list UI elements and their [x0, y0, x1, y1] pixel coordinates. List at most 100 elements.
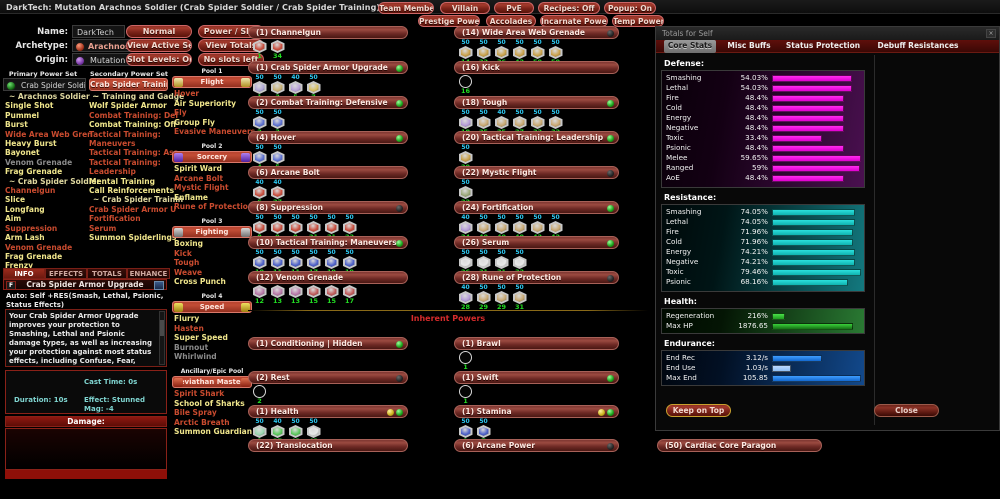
power-name-item[interactable]: Summon Spiderlings [89, 233, 177, 243]
enhancement-icon[interactable] [288, 221, 303, 234]
power-status-indicator[interactable] [396, 135, 403, 142]
power-status-indicator[interactable] [607, 170, 614, 177]
power-name-item[interactable]: Wolf Spider Armor [89, 101, 167, 111]
enhancement-icon[interactable] [476, 116, 491, 129]
empty-slot-icon[interactable] [459, 385, 472, 398]
enhancement-icon[interactable] [270, 81, 285, 94]
enhancement-icon[interactable] [252, 256, 267, 269]
power-status-indicator[interactable] [396, 65, 403, 72]
enhancement-icon[interactable] [342, 221, 357, 234]
enhancement-icon[interactable] [270, 425, 285, 438]
power-name-item[interactable]: Frenzy [5, 261, 34, 271]
power-name-item[interactable]: Suppression [5, 223, 58, 233]
power-status-indicator[interactable] [607, 275, 614, 282]
enhancement-icon[interactable] [512, 221, 527, 234]
enhancement-icon[interactable] [288, 81, 303, 94]
info-tab-enhance[interactable]: ENHANCE [127, 268, 170, 279]
toolbar-temp-powersbutton[interactable]: Temp Powers [612, 15, 664, 27]
enhancement-icon[interactable] [476, 221, 491, 234]
toolbar-prestige-powersbutton[interactable]: Prestige Powers [418, 15, 480, 27]
power-status-indicator[interactable] [396, 100, 403, 107]
pool-set-button-speed[interactable]: Speed [172, 301, 252, 313]
power-button[interactable]: (18) Tough [454, 96, 619, 109]
power-button[interactable]: (1) Stamina [454, 405, 619, 418]
power-name-item[interactable]: Venom Grenade [5, 242, 73, 252]
enhancement-slot[interactable]: 12 [252, 285, 267, 305]
power-name-item[interactable]: Wide Area Web Gren [5, 129, 93, 139]
enhancement-slot[interactable]: 16 [458, 75, 473, 95]
enhancement-icon[interactable] [270, 221, 285, 234]
enhancement-slot[interactable]: 2 [252, 385, 267, 405]
enhancement-icon[interactable] [270, 40, 285, 53]
description-scrollbar[interactable] [159, 311, 165, 365]
power-status-indicator[interactable] [396, 240, 403, 247]
enhancement-icon[interactable] [458, 291, 473, 304]
enhancement-icon[interactable] [512, 46, 527, 59]
power-button[interactable]: (16) Kick [454, 61, 619, 74]
enhancement-icon[interactable] [288, 425, 303, 438]
pool-power-item[interactable]: Kick [174, 248, 192, 258]
enhancement-icon[interactable] [530, 46, 545, 59]
power-button[interactable]: (1) Swift [454, 371, 619, 384]
toolbar-team-members-button[interactable]: Team Members [378, 2, 434, 14]
power-button[interactable]: (22) Translocation [248, 439, 408, 452]
pool-power-item[interactable]: Group Fly [174, 117, 215, 127]
pool-power-item[interactable]: Arcane Bolt [174, 173, 224, 183]
power-button[interactable]: (8) Suppression [248, 201, 408, 214]
enhancement-icon[interactable] [458, 425, 473, 438]
power-button[interactable]: (6) Arcane Bolt [248, 166, 408, 179]
enhancement-icon[interactable] [512, 116, 527, 129]
enhancement-icon[interactable] [476, 256, 491, 269]
enhancement-slot[interactable]: 34 [270, 40, 285, 60]
power-button[interactable]: (14) Wide Area Web Grenade [454, 26, 619, 39]
enhancement-icon[interactable] [270, 186, 285, 199]
power-name-item[interactable]: Frag Grenade [5, 167, 63, 177]
pool-set-button-flight[interactable]: Flight [172, 76, 252, 88]
enhancement-icon[interactable] [324, 256, 339, 269]
power-name-item[interactable]: Fortification [89, 214, 141, 224]
name-input[interactable]: DarkTech [72, 25, 125, 38]
power-button[interactable]: (10) Tactical Training: Maneuvers [248, 236, 408, 249]
enhancement-icon[interactable] [512, 291, 527, 304]
power-button[interactable]: (1) Health [248, 405, 408, 418]
power-name-item[interactable]: Slice [5, 195, 26, 205]
toolbar-recipes-off-button[interactable]: Recipes: Off [538, 2, 600, 14]
totals-tab-misc-buffs[interactable]: Misc Buffs [727, 41, 771, 50]
power-button[interactable]: (4) Hover [248, 131, 408, 144]
totals-tab-core-stats[interactable]: Core Stats [664, 40, 716, 53]
power-button[interactable]: (12) Venom Grenade [248, 271, 408, 284]
enhancement-icon[interactable] [458, 186, 473, 199]
enhancement-icon[interactable] [252, 425, 267, 438]
power-name-item[interactable]: Single Shot [5, 101, 54, 111]
pool-power-item[interactable]: Enflame [174, 192, 208, 202]
pool-power-item[interactable]: Cross Punch [174, 277, 226, 287]
enhancement-icon[interactable] [458, 151, 473, 164]
power-name-item[interactable]: Tactical Training: Ass [89, 148, 179, 158]
power-button[interactable]: (2) Rest [248, 371, 408, 384]
power-name-item[interactable]: Leadership [89, 167, 136, 177]
enhancement-slot[interactable]: 15 [324, 285, 339, 305]
power-status-indicator[interactable] [607, 135, 614, 142]
totals-tab-status-protection[interactable]: Status Protection [785, 41, 861, 50]
power-name-item[interactable]: ~ Crab Spider Trainin [93, 195, 184, 205]
power-status-indicator[interactable] [607, 100, 614, 107]
pool-power-item[interactable]: Super Speed [174, 333, 228, 343]
enhancement-icon[interactable] [548, 46, 563, 59]
enhancement-slot[interactable]: 15 [306, 285, 321, 305]
power-button[interactable]: (1) Conditioning | Hidden [248, 337, 408, 350]
power-status-indicator[interactable] [396, 409, 403, 416]
enhancement-icon[interactable] [252, 186, 267, 199]
close-icon[interactable]: × [986, 29, 996, 38]
enhancement-icon[interactable] [252, 221, 267, 234]
info-tab-effects[interactable]: EFFECTS [45, 268, 87, 279]
enhancement-icon[interactable] [548, 116, 563, 129]
power-name-item[interactable]: ~ Training and Gadge [93, 92, 185, 101]
power-name-item[interactable]: Tactical Training: [89, 129, 161, 139]
empty-slot-icon[interactable] [253, 385, 266, 398]
enhancement-icon[interactable] [458, 116, 473, 129]
power-name-item[interactable]: Arm Lash [5, 233, 45, 243]
power-status-indicator[interactable] [607, 443, 614, 450]
power-name-item[interactable]: Call Reinforcements [89, 186, 175, 196]
